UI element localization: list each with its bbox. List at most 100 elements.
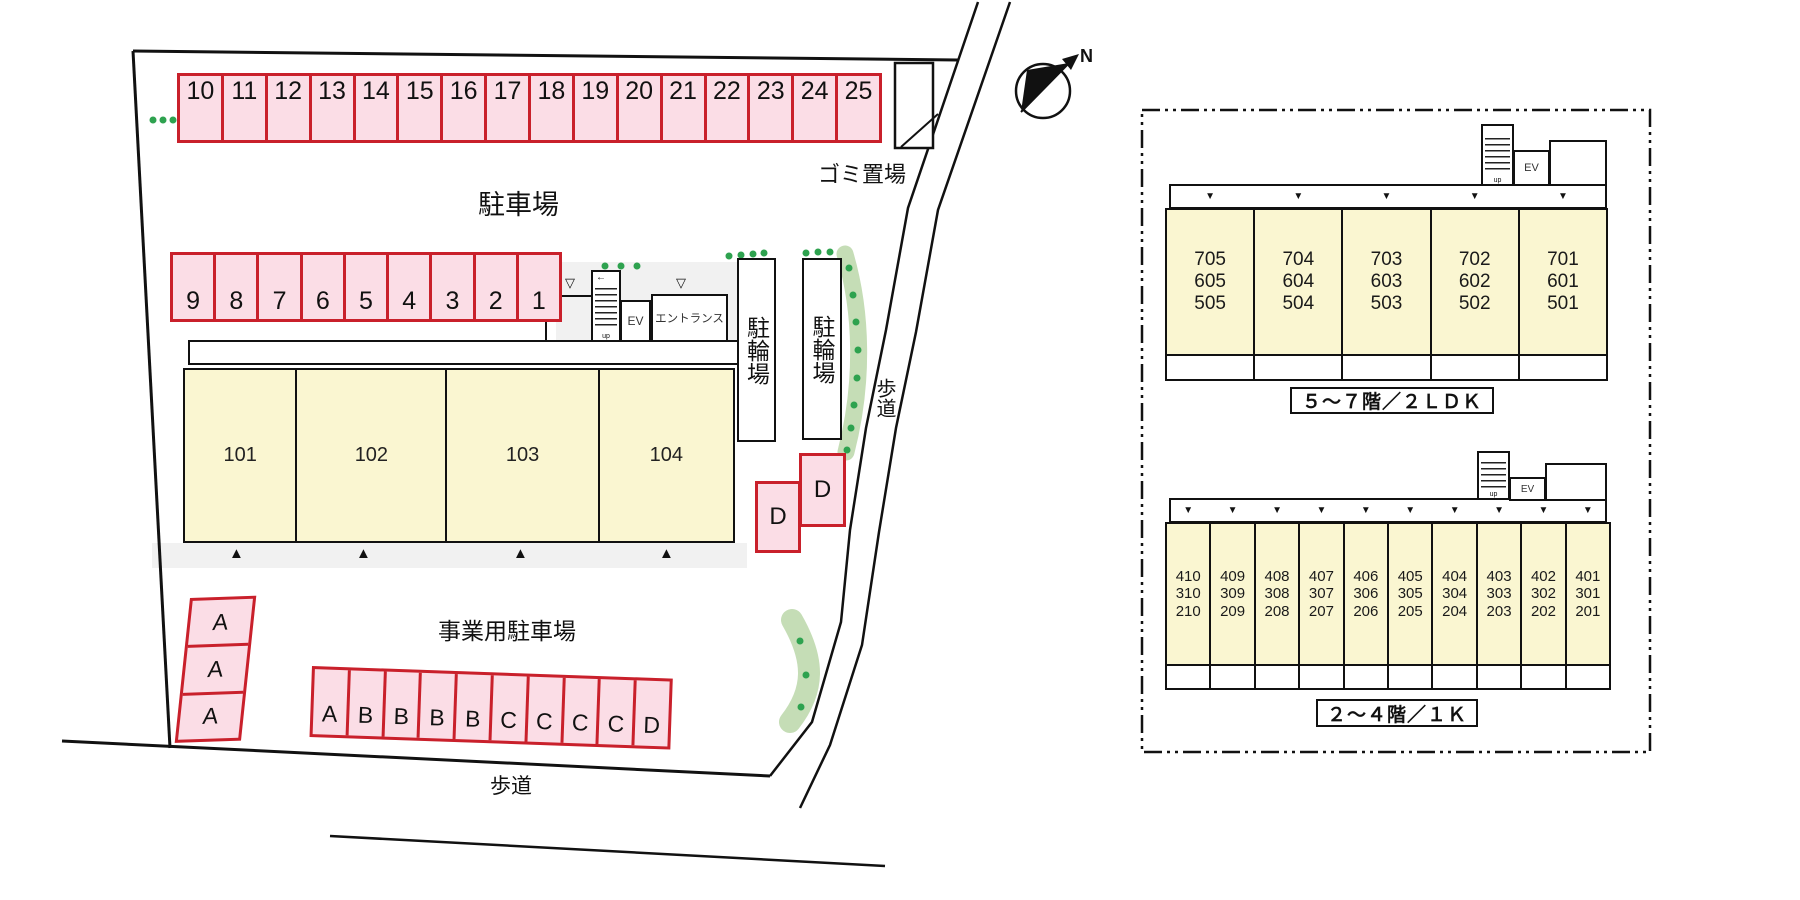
lower-plan-elevator: EV: [1509, 477, 1546, 501]
business-space-B: B: [419, 672, 458, 740]
parking-space-9: 9: [173, 255, 217, 319]
unit-number: 505: [1194, 293, 1226, 314]
shrub-dots: [149, 116, 862, 711]
lower-plan-caption: ２～４階／１Ｋ: [1316, 699, 1478, 727]
parking-space-25: 25: [844, 77, 873, 105]
balcony-cell: [1343, 356, 1432, 379]
garbage-enclosure: [893, 61, 935, 150]
unit-104: 104: [649, 444, 684, 466]
business-parking-label: 事業用駐車場: [438, 618, 576, 644]
parking-space-6: 6: [303, 255, 346, 319]
lower-plan-stairs: up: [1477, 451, 1510, 500]
unit-101: 101: [185, 370, 298, 541]
unit-number: 205: [1397, 602, 1423, 620]
business-space-B: B: [455, 674, 494, 741]
parking-space-5: 5: [346, 255, 390, 319]
unit-number: 409: [1220, 567, 1246, 585]
balcony-cell: [1432, 356, 1520, 379]
parking-space-D: D: [755, 481, 801, 553]
unit-number: 403: [1486, 567, 1512, 585]
balcony-cell: [1522, 666, 1567, 688]
business-space-A: A: [312, 669, 351, 736]
entrance-box: エントランス: [651, 294, 728, 342]
stairs-direction-arrow-icon: ←: [596, 272, 606, 283]
parking-space-10: 10: [180, 76, 224, 140]
lower-plan-corridor: [1169, 498, 1607, 523]
stairs-up-label: up: [1489, 491, 1498, 498]
unit-number: 408: [1264, 567, 1290, 585]
unit-102: 102: [297, 370, 448, 541]
parking-space-19: 19: [575, 76, 619, 140]
parking-lot-label: 駐車場: [478, 190, 559, 220]
unit-number: 305: [1397, 585, 1423, 603]
bicycle-parking-1: 駐輪場: [737, 258, 776, 442]
unit-number: 301: [1575, 585, 1601, 603]
upper-plan-service-room: [1549, 140, 1607, 186]
stairs-up-label: up: [1493, 177, 1502, 184]
upper-plan-stairs: up: [1481, 124, 1514, 186]
business-space-B: B: [384, 671, 423, 738]
sidewalk-label-right: 歩道: [873, 378, 895, 418]
unit-number: 501: [1547, 293, 1579, 314]
business-space-C: C: [527, 676, 566, 743]
unit-number: 308: [1264, 585, 1290, 603]
unit-number: 503: [1370, 293, 1403, 314]
balcony-cell: [1211, 666, 1256, 688]
unit-number: 202: [1530, 602, 1556, 620]
parking-space-20: 20: [619, 76, 663, 140]
parking-space-3: 3: [432, 255, 476, 319]
unit-number: 402: [1530, 567, 1556, 585]
unit-entry-triangle-icon: ▲: [229, 545, 244, 562]
upper-plan-elevator: EV: [1513, 150, 1550, 186]
unit-number: 602: [1458, 271, 1491, 292]
business-space-B: B: [348, 670, 387, 737]
unit-number: 603: [1370, 271, 1403, 292]
north-compass-icon: [1014, 54, 1079, 120]
unit-number: 704: [1282, 249, 1315, 270]
road-edge-right-inner: [769, 1, 980, 777]
parking-space-1: 1: [531, 287, 546, 315]
unit-number: 705: [1194, 249, 1226, 270]
balcony-cell: [1478, 666, 1523, 688]
parking-space-21: 21: [663, 76, 707, 140]
bicycle-parking-2: 駐輪場: [802, 258, 842, 440]
stairs: ← up: [591, 270, 621, 342]
parking-space-12: 12: [268, 76, 312, 140]
business-space-A: A: [201, 702, 220, 730]
bicycle-parking-label: 駐輪場: [743, 315, 770, 385]
parking-space-D: D: [799, 453, 846, 527]
parking-space-24: 24: [794, 76, 839, 140]
parking-space-16: 16: [443, 76, 488, 140]
business-space-A: A: [182, 646, 248, 696]
balcony-cell: [1567, 666, 1609, 688]
lower-plan-balcony: [1165, 666, 1611, 690]
balcony-cell: [1300, 666, 1345, 688]
elevator-box: EV: [620, 300, 651, 342]
parking-space-8: 8: [216, 255, 260, 319]
north-label: N: [1080, 46, 1093, 66]
stairs-treads: [1485, 138, 1510, 173]
unit-entry-triangle-icon: ▲: [513, 545, 528, 562]
unit-number: 208: [1264, 602, 1290, 620]
lower-plan-service-room: [1545, 463, 1607, 501]
boundary-top: [132, 49, 959, 62]
unit-number: 405: [1397, 567, 1423, 585]
parking-space-13: 13: [312, 76, 356, 140]
entry-triangle-icon: ▽: [565, 275, 575, 290]
unit-number: 406: [1353, 567, 1379, 585]
unit-number: 310: [1175, 585, 1201, 603]
